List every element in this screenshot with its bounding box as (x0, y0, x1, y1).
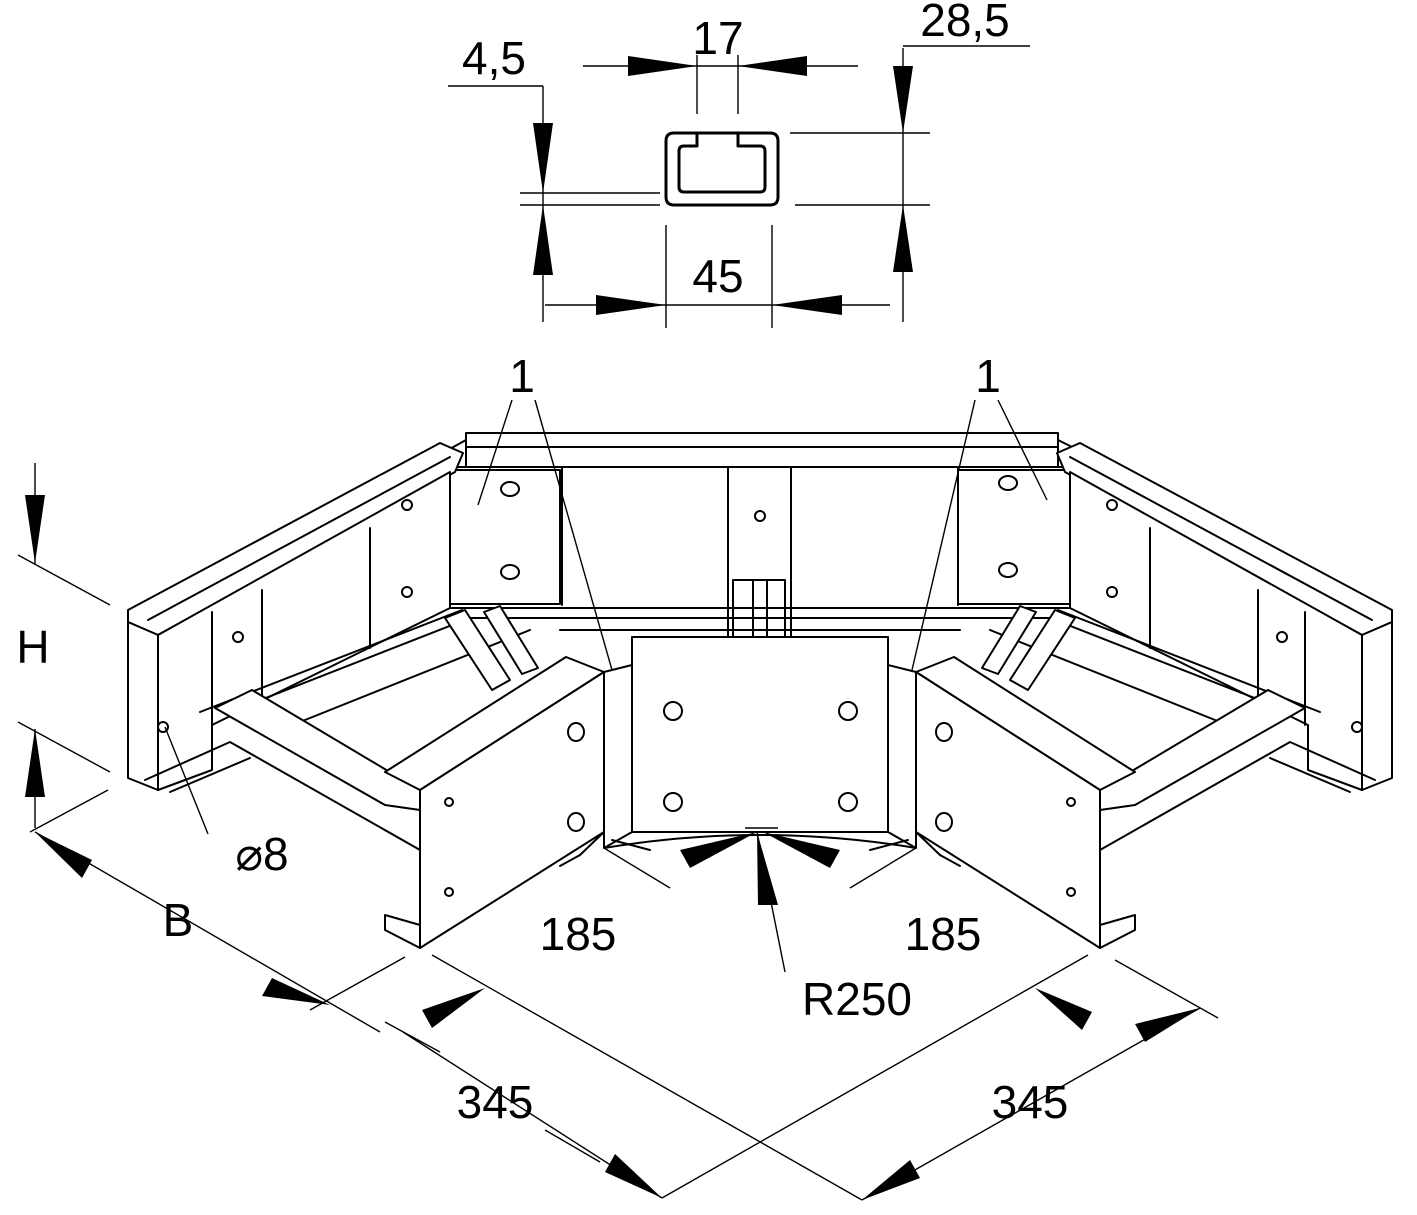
dim-opening-label: 17 (692, 12, 743, 64)
c-profile-outline (664, 131, 780, 207)
height-label: H (16, 621, 49, 673)
part-label-left: 1 (509, 350, 535, 402)
leg-right-label: 185 (905, 908, 982, 960)
back-right-plate (957, 469, 1071, 605)
dim-lip-label: 4,5 (462, 32, 526, 84)
tray-bend (127, 432, 1393, 949)
width-label: B (163, 894, 194, 946)
radius-label: R250 (802, 973, 912, 1025)
profile-section: 17 28,5 4,5 45 (448, 0, 1030, 328)
part-label-right: 1 (975, 350, 1001, 402)
body-dimensions: 1 1 H ⌀8 B 185 185 R250 (16, 350, 1219, 1201)
dim-height-label: 28,5 (920, 0, 1010, 46)
side-right-label: 345 (992, 1076, 1069, 1128)
dim-width-label: 45 (692, 250, 743, 302)
c-profile-inner (677, 131, 767, 194)
side-left-label: 345 (457, 1076, 534, 1128)
leg-left-label: 185 (540, 908, 617, 960)
hole-label: ⌀8 (235, 828, 288, 880)
